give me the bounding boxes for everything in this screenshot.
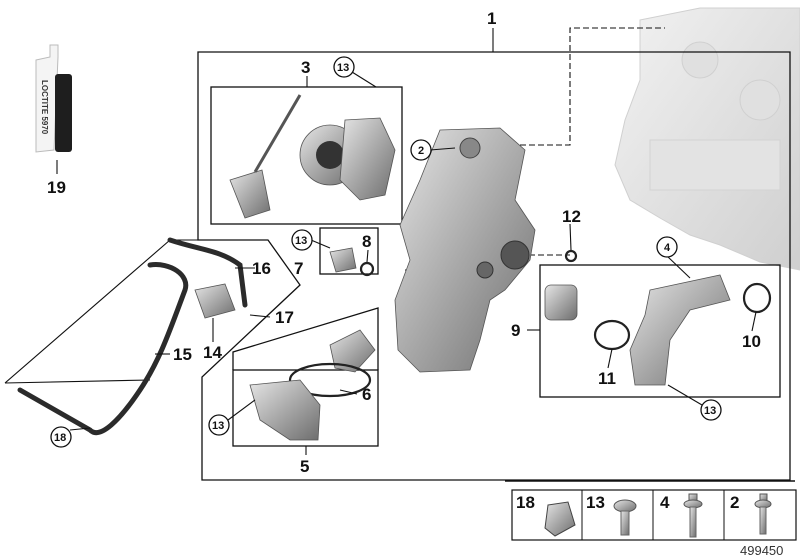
thermostat-housing xyxy=(629,274,731,386)
callout-13[interactable]: 13 xyxy=(337,62,349,74)
legend-cell-2[interactable]: 2 xyxy=(730,493,772,535)
assembly-frame-7 xyxy=(319,227,379,275)
callout-13[interactable]: 13 xyxy=(212,420,224,432)
part-5-housing xyxy=(249,379,321,441)
callout-2-circle[interactable] xyxy=(410,139,432,161)
legend-cell-13[interactable]: 13 xyxy=(586,493,637,536)
callout-2[interactable]: 2 xyxy=(418,145,424,157)
callout-15[interactable]: 15 xyxy=(173,345,192,364)
callout-4-circle[interactable] xyxy=(656,236,678,258)
callout-4[interactable]: 4 xyxy=(664,242,671,254)
callout-13-circle[interactable] xyxy=(700,399,722,421)
callout-16[interactable]: 16 xyxy=(252,259,271,278)
diagram-number: 499450 xyxy=(740,543,783,558)
callout-9[interactable]: 9 xyxy=(511,321,520,340)
callout-17[interactable]: 17 xyxy=(275,308,294,327)
hose-15 xyxy=(17,262,189,435)
o-ring-10 xyxy=(742,282,772,314)
fastener-legend: 18 13 4 2 xyxy=(505,480,797,541)
callout-13-circle[interactable] xyxy=(291,229,313,251)
gasket-6 xyxy=(288,362,372,398)
callout-13-circle[interactable] xyxy=(333,56,355,78)
callout-8[interactable]: 8 xyxy=(362,232,371,251)
callout-11[interactable]: 11 xyxy=(598,369,616,388)
coolant-pump-housing xyxy=(394,127,536,373)
callout-18[interactable]: 18 xyxy=(54,432,66,444)
callout-12[interactable]: 12 xyxy=(562,207,581,226)
valve-14 xyxy=(194,283,236,319)
loctite-tube-19: LOCTITE 5970 xyxy=(35,44,72,174)
part-7 xyxy=(329,247,357,273)
callout-13[interactable]: 13 xyxy=(704,405,716,417)
callout-6[interactable]: 6 xyxy=(362,385,371,404)
callout-10[interactable]: 10 xyxy=(742,332,761,351)
callout-19[interactable]: 19 xyxy=(47,178,66,197)
legend-number: 2 xyxy=(730,493,739,512)
assembly-frame-9 xyxy=(539,264,781,398)
legend-cell-4[interactable]: 4 xyxy=(660,493,703,538)
legend-cell-18[interactable]: 18 xyxy=(516,493,576,537)
engine-block xyxy=(614,7,800,271)
callout-14[interactable]: 14 xyxy=(203,343,222,362)
legend-number: 4 xyxy=(660,493,670,512)
svg-text:LOCTITE 5970: LOCTITE 5970 xyxy=(40,80,49,135)
callout-13-circle[interactable] xyxy=(208,414,230,436)
seal-ring-12 xyxy=(564,249,578,263)
hose-16 xyxy=(167,237,248,308)
o-ring-11 xyxy=(593,319,631,351)
water-pump xyxy=(229,94,396,219)
legend-number: 18 xyxy=(516,493,535,512)
callout-13[interactable]: 13 xyxy=(295,235,307,247)
legend-number: 13 xyxy=(586,493,605,512)
callout-7[interactable]: 7 xyxy=(294,259,303,278)
o-ring-8 xyxy=(359,261,375,277)
callout-1[interactable]: 1 xyxy=(487,9,496,28)
callout-18-circle[interactable] xyxy=(50,426,72,448)
callout-5[interactable]: 5 xyxy=(300,457,309,476)
thermostat-insert xyxy=(544,284,578,321)
callout-3[interactable]: 3 xyxy=(301,58,310,77)
